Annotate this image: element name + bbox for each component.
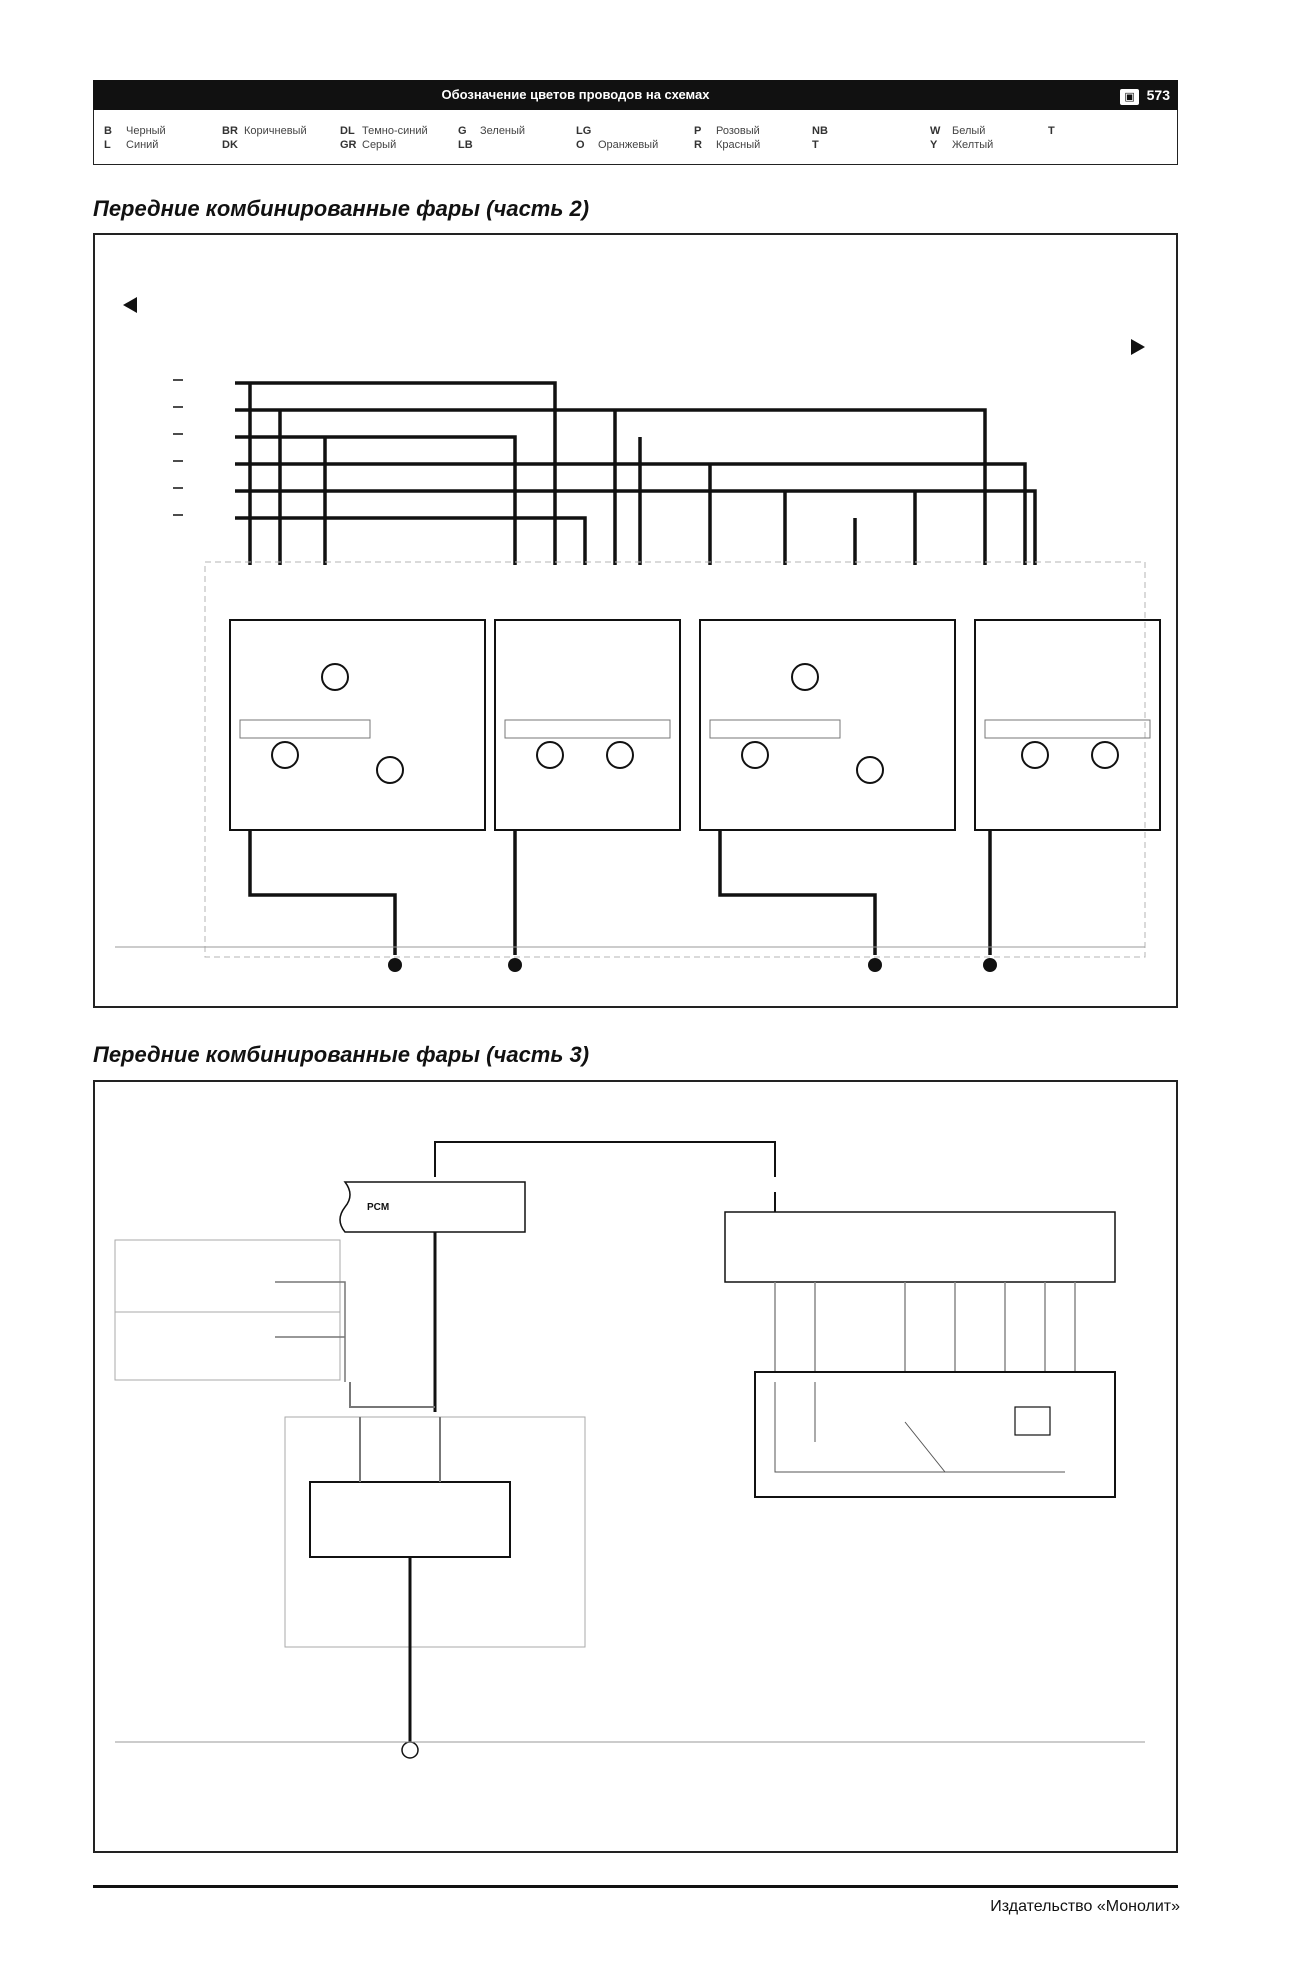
legend-column: NB T [812,124,834,152]
s2-headlamp-unit-1 [229,619,486,831]
footer-publisher: Издательство «Монолит» [990,1898,1180,1915]
legend-entry: T [812,138,834,152]
s3-lighting-switch [754,1371,1116,1498]
s3-relay-box [114,1239,341,1381]
s3-ground-symbol [401,1741,419,1759]
legend-column: LG O Оранжевый [576,124,658,152]
s2-headlamp-unit-2 [494,619,681,831]
legend-code: Y [930,139,938,151]
legend-entry: O Оранжевый [576,138,658,152]
legend-name: Коричневый [244,125,307,137]
s2-module-outline [204,561,1146,958]
legend-code: DK [222,139,238,151]
s2-bus-wires [235,381,1037,565]
s3-switch-wires [774,1282,1076,1372]
legend-code: O [576,139,585,151]
footer-rule [93,1885,1178,1888]
legend-name: Красный [716,139,761,151]
s3-switch-unit [724,1211,1116,1283]
header-title: Обозначение цветов проводов на схемах [441,87,710,102]
s2-ground-symbols [388,958,997,972]
legend-code: T [812,139,819,151]
s2-ground-wires [248,830,992,955]
legend-code: NB [812,125,828,137]
legend-entry: LG [576,124,658,138]
header-bar: Обозначение цветов проводов на схемах ▣ … [93,80,1178,110]
legend-entry: G Зеленый [458,124,525,138]
legend-code: LB [458,139,473,151]
page-ref-right-icon [1131,339,1145,355]
legend-entry: GR Серый [340,138,428,152]
legend-code: DL [340,125,355,137]
legend-code: T [1048,125,1055,137]
legend-entry: B Черный [104,124,166,138]
legend-entry: DL Темно-синий [340,124,428,138]
legend-name: Оранжевый [598,139,659,151]
legend-entry: T [1048,124,1070,138]
legend-entry: NB [812,124,834,138]
legend-name: Серый [362,139,397,151]
section3-diagram: PCM [114,1141,1145,1759]
page-ref-left-icon [123,297,137,313]
legend-name: Черный [126,125,166,137]
legend-entry: Y Желтый [930,138,993,152]
legend-entry: R Красный [694,138,760,152]
s2-bus-drops [248,383,917,565]
s3-top-wire [434,1141,776,1177]
legend-code: GR [340,139,357,151]
legend-name: Белый [952,125,986,137]
s3-pcm-block: PCM [339,1181,526,1233]
s2-left-connectors [173,379,183,516]
legend-code: LG [576,125,592,137]
legend-entry: BR Коричневый [222,124,307,138]
legend-name: Розовый [716,125,760,137]
legend-code: R [694,139,702,151]
legend-entry: LB [458,138,525,152]
legend-code: G [458,125,467,137]
section2-title: Передние комбинированные фары (часть 2) [93,196,590,221]
s3-sensor-block [309,1481,511,1558]
legend-entry: L Синий [104,138,166,152]
legend-name: Темно-синий [362,125,428,137]
page-number: 573 [1146,87,1170,103]
s2-headlamp-unit-3 [699,619,956,831]
legend-code: B [104,125,112,137]
section2-panel [93,233,1178,1008]
legend-code: W [930,125,941,137]
legend-entry: W Белый [930,124,993,138]
book-icon: ▣ [1120,89,1139,105]
section2-diagram [115,297,1161,972]
page-number-box: ▣ 573 [1120,83,1170,107]
legend-code: BR [222,125,238,137]
s3-system-box [284,1416,586,1648]
legend-name: Синий [126,139,159,151]
legend-code: P [694,125,702,137]
section3-panel: PCM [93,1080,1178,1853]
legend-column: T [1048,124,1070,138]
legend-name: Желтый [952,139,994,151]
section3-title: Передние комбинированные фары (часть 3) [93,1042,590,1067]
legend-entry: P Розовый [694,124,760,138]
s2-headlamp-unit-4 [974,619,1161,831]
legend-entry: DK [222,138,307,152]
s3-pcm-label: PCM [367,1202,389,1213]
legend-name: Зеленый [480,125,526,137]
legend-code: L [104,139,111,151]
